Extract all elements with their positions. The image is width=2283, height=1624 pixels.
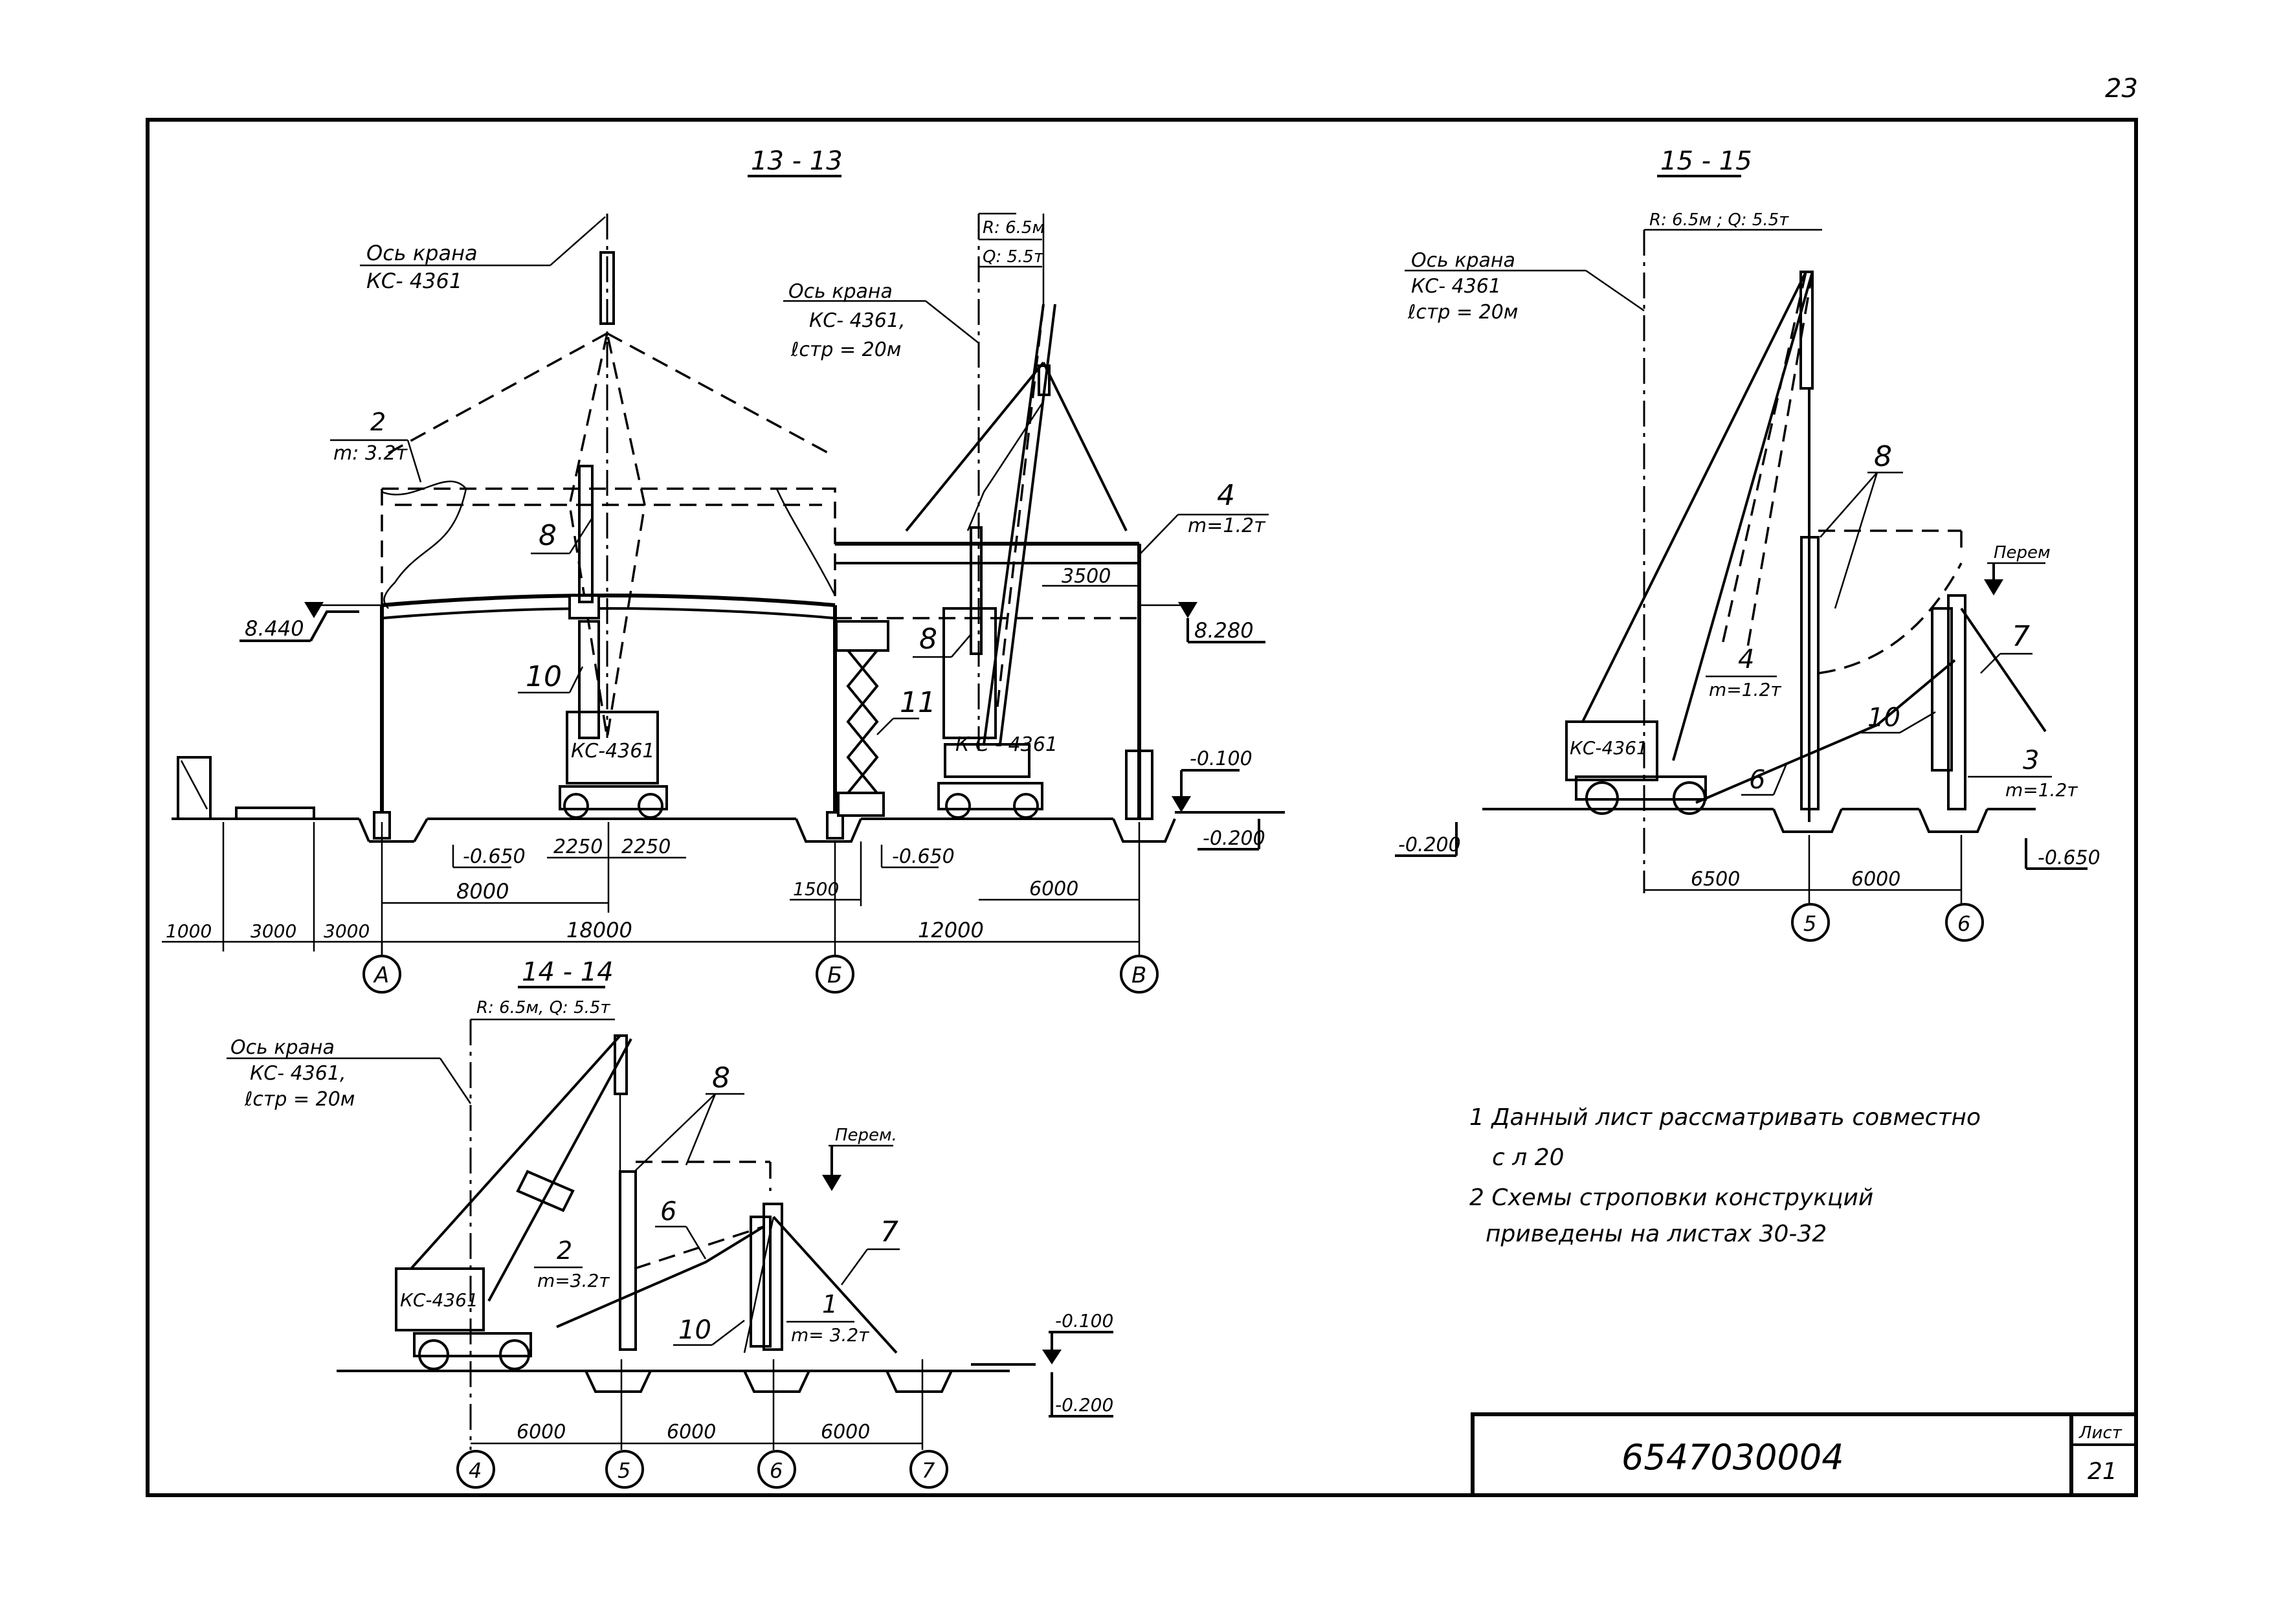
- s14-mark-7: 7: [880, 1216, 898, 1249]
- s14-mark-1: 1: [822, 1290, 838, 1318]
- s15-crane-axis-2: КС- 4361: [1411, 275, 1501, 298]
- s15-elev-m0650: -0.650: [2038, 847, 2100, 869]
- s13-radius: R: 6.5м: [983, 218, 1045, 238]
- s14-radius-load: R: 6.5м, Q: 5.5т: [476, 998, 610, 1018]
- s14-mark-2-mass: m=3.2т: [537, 1270, 610, 1291]
- s13-elev-m0100: -0.100: [1190, 748, 1253, 770]
- page-number: 23: [2105, 74, 2138, 104]
- s13-crane-a-label: КС-4361: [571, 740, 654, 762]
- s14-axis-7: 7: [922, 1458, 935, 1483]
- s15-mark-4-mass: m=1.2т: [1709, 679, 1781, 700]
- s13-elev-8280: 8.280: [1194, 618, 1254, 643]
- s14-crane-axis-1: Ось крана: [230, 1036, 335, 1059]
- s13-crane-axis-label-2: КС- 4361: [366, 269, 462, 293]
- s14-crane-axis-2: КС- 4361,: [250, 1062, 346, 1085]
- s14-dim-3: 6000: [821, 1421, 870, 1443]
- s14-dim-1: 6000: [517, 1421, 566, 1443]
- s13-axis-A: А: [373, 962, 389, 988]
- s13-mark-2: 2: [370, 408, 386, 436]
- s13-dim-3500: 3500: [1062, 565, 1111, 588]
- s14-elev-m0100: -0.100: [1055, 1310, 1113, 1331]
- s13-mark-10: 10: [526, 660, 562, 693]
- s14-mark-6: 6: [660, 1197, 676, 1227]
- s14-axis-5: 5: [618, 1458, 630, 1483]
- section-14-14: 14 - 14 R: 6.5м, Q: 5.5т Ось крана КС- 4…: [227, 957, 1113, 1489]
- s13-elev-8440: 8.440: [245, 616, 304, 641]
- s13-mark-11: 11: [900, 686, 936, 719]
- stamp-sheet-number: 21: [2088, 1458, 2117, 1485]
- s13-axis-V: В: [1131, 962, 1146, 988]
- s15-axis-5: 5: [1803, 911, 1816, 936]
- s15-dim-2: 6000: [1851, 868, 1900, 891]
- s15-radius-load: R: 6.5м ; Q: 5.5т: [1649, 210, 1789, 230]
- stamp-sheet-label: Лист: [2078, 1423, 2122, 1443]
- s13-dim-12000: 12000: [918, 918, 984, 942]
- s13-mark-8a: 8: [539, 519, 557, 552]
- s14-crane-label: КС-4361: [400, 1289, 478, 1311]
- s13-mark-4-mass: m=1.2т: [1188, 515, 1266, 537]
- s14-dim-2: 6000: [667, 1421, 716, 1443]
- section-15-15: 15 - 15 R: 6.5м ; Q: 5.5т Ось крана КС- …: [1395, 146, 2100, 942]
- s14-elev-m0200: -0.200: [1055, 1394, 1113, 1416]
- s13-dim-1500: 1500: [793, 878, 839, 900]
- s15-crane-label: КС-4361: [1570, 737, 1648, 759]
- s15-mark-3: 3: [2023, 746, 2039, 775]
- s15-mark-8: 8: [1874, 440, 1892, 473]
- section-13-13: 13 - 13 Ось крана КС- 4361 2 m: 3.2т 8: [162, 146, 1285, 994]
- s13-axis-B: Б: [827, 962, 842, 988]
- s14-mark-1-mass: m= 3.2т: [791, 1324, 869, 1346]
- s14-axis-4: 4: [469, 1458, 482, 1483]
- s13-elev-m0200: -0.200: [1203, 827, 1265, 850]
- s13-crane-axis-right-3: ℓстр = 20м: [790, 339, 901, 361]
- note-2-cont: приведены на листах 30-32: [1486, 1221, 1827, 1247]
- note-1: 1 Данный лист рассматривать совместно: [1469, 1104, 1981, 1131]
- s13-mark-4: 4: [1217, 479, 1235, 512]
- s14-mark-10: 10: [678, 1315, 711, 1345]
- s15-crane-axis-1: Ось крана: [1411, 249, 1515, 272]
- title-stamp: 6547030004 Лист 21: [1471, 1412, 2138, 1497]
- s14-mark-8: 8: [712, 1062, 730, 1095]
- s15-mark-7: 7: [2012, 620, 2030, 653]
- stamp-code: 6547030004: [1621, 1437, 1844, 1478]
- note-2: 2 Схемы строповки конструкций: [1469, 1185, 1873, 1211]
- s15-crane-axis-3: ℓстр = 20м: [1407, 301, 1518, 324]
- s13-dim-8000: 8000: [456, 879, 509, 904]
- s15-mark-4: 4: [1738, 645, 1754, 674]
- s13-elev-m0650a: -0.650: [463, 845, 526, 868]
- s15-mark-6: 6: [1749, 765, 1765, 795]
- s13-mark-2-mass: m: 3.2т: [333, 442, 408, 465]
- s13-crane-axis-right-1: Ось крана: [788, 280, 893, 303]
- note-1-cont: с л 20: [1492, 1144, 1565, 1171]
- s13-dim-3000b: 3000: [324, 920, 370, 942]
- s14-mark-2: 2: [557, 1236, 572, 1265]
- s13-elev-m0650b: -0.650: [892, 845, 955, 868]
- s15-dim-1: 6500: [1691, 868, 1740, 891]
- s13-mark-8b: 8: [919, 623, 937, 656]
- s13-crane-axis-label-1: Ось крана: [366, 241, 478, 265]
- s15-axis-6: 6: [1957, 911, 1970, 936]
- s14-crane-axis-3: ℓстр = 20м: [244, 1088, 355, 1111]
- s13-dim-1000: 1000: [166, 920, 212, 942]
- s13-dim-6000: 6000: [1029, 878, 1078, 900]
- sheet-frame: [146, 118, 2138, 1497]
- s15-perem: Перем: [1994, 543, 2051, 562]
- section-13-title: 13 - 13: [751, 146, 843, 176]
- s13-dim-2250b: 2250: [621, 836, 671, 858]
- notes: 1 Данный лист рассматривать совместно с …: [1469, 1104, 1981, 1247]
- s15-elev-m0200: -0.200: [1398, 834, 1461, 856]
- s14-axis-6: 6: [770, 1458, 783, 1483]
- s15-mark-10: 10: [1867, 703, 1900, 733]
- section-14-title: 14 - 14: [522, 957, 614, 987]
- s15-mark-3-mass: m=1.2т: [2005, 779, 2078, 801]
- s13-dim-2250a: 2250: [553, 836, 603, 858]
- s13-crane-axis-right-2: КС- 4361,: [809, 309, 906, 332]
- s13-dim-18000: 18000: [566, 918, 632, 942]
- s13-load: Q: 5.5т: [983, 247, 1044, 267]
- section-15-title: 15 - 15: [1660, 146, 1752, 176]
- s13-dim-3000a: 3000: [251, 920, 296, 942]
- s14-perem: Перем.: [835, 1126, 897, 1145]
